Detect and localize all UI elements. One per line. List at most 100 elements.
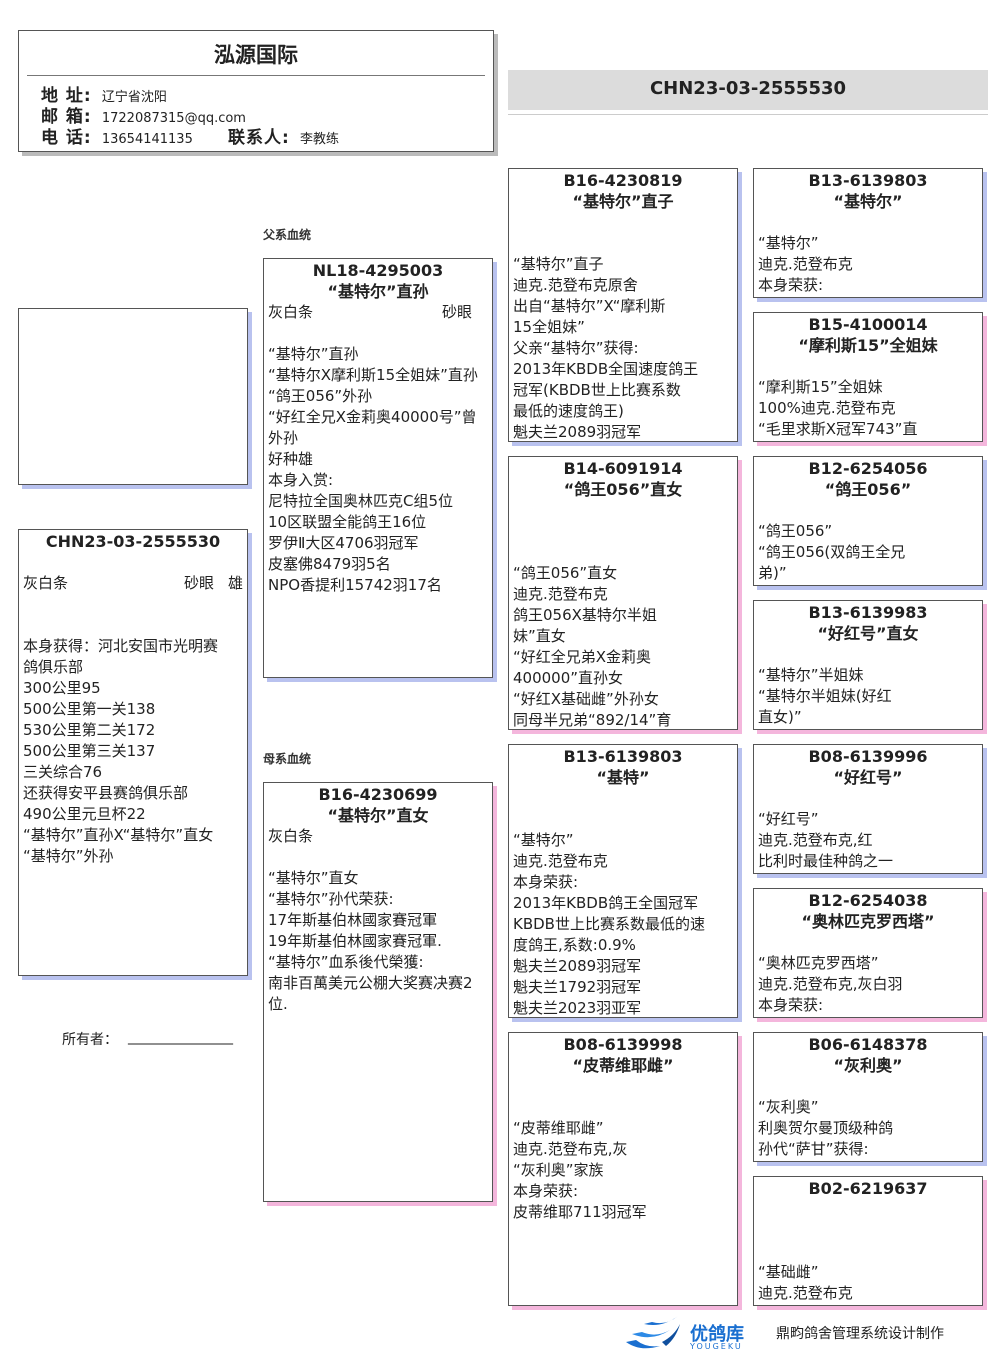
great-grandparent-line: “好红号” xyxy=(758,810,819,828)
great-grandparent-card-7: B06-6148378“灰利奥”“灰利奥”利奥贺尔曼顶级种鸽孙代“萨甘”获得: xyxy=(753,1032,983,1162)
great-grandparent-card-5: B08-6139996“好红号”“好红号”迪克.范登布克,红比利时最佳种鸽之一 xyxy=(753,744,983,874)
great-grandparent-card-4: B13-6139983 “好红号”直女 “基特尔”半姐妹 “基特尔半姐妹(好红直女)” xyxy=(753,600,983,730)
grandparent-line: 最低的速度鸽王) xyxy=(513,402,624,420)
great-grandparent-name: “好红号” xyxy=(833,768,903,787)
address-value: 辽宁省沈阳 xyxy=(101,90,167,105)
subject-sex: 雄 xyxy=(227,574,243,592)
grandparent-card-4: B08-6139998“皮蒂维耶雌”“皮蒂维耶雌”迪克.范登布克,灰“灰利奥”家… xyxy=(508,1032,738,1306)
grandparent-line: 迪克.范登布克 xyxy=(513,852,608,870)
breeder-header: 泓源国际 地 址: 辽宁省沈阳 邮 箱: 1722087315@qq.com 电… xyxy=(18,30,494,152)
grandparent-line: 出自“基特尔”X“摩利斯 xyxy=(513,297,666,315)
great-grandparent-line: 本身荣获: xyxy=(758,276,824,294)
sire-ring-id: NL18-4295003 xyxy=(312,261,444,280)
great-grandparent-card-3: B12-6254056“鸽王056”“鸽王056”“鸽王056(双鸽王全兄弟)” xyxy=(753,456,983,586)
dam-ring-id: B16-4230699 xyxy=(318,785,438,804)
great-grandparent-line: “奥林匹克罗西塔” xyxy=(758,954,879,972)
sire-name: “基特尔”直孙 xyxy=(327,282,429,301)
dam-line: 灰白条 xyxy=(268,827,314,845)
great-grandparent-ring-id: B12-6254038 xyxy=(808,891,928,910)
grandparent-line: “灰利奥”家族 xyxy=(513,1161,604,1179)
dam-line: 南非百萬美元公棚大奖赛决赛2 xyxy=(268,974,473,992)
grandparent-line: 魁夫兰2023羽亚军 xyxy=(513,999,642,1017)
subject-eye: 砂眼 xyxy=(183,574,214,592)
great-grandparent-line xyxy=(754,644,982,665)
great-grandparent-name: “摩利斯15”全姐妹 xyxy=(798,336,938,355)
subject-line xyxy=(19,594,247,615)
great-grandparent-line: “基特尔半姐妹(好红 xyxy=(758,687,892,705)
great-grandparent-card-6: B12-6254038 “奥林匹克罗西塔” “奥林匹克罗西塔” 迪克.范登布克,灰白羽… xyxy=(753,888,983,1018)
great-grandparent-line xyxy=(754,356,982,377)
grandparent-ring-id: B08-6139998 xyxy=(563,1035,683,1054)
phone-key: 电 话: xyxy=(41,128,92,148)
great-grandparent-line: “毛里求斯X冠军743”直 xyxy=(758,420,918,438)
grandparent-name: “基特尔”直子 xyxy=(572,192,674,211)
grandparent-name: “皮蒂维耶雌” xyxy=(572,1056,674,1075)
grandparent-line xyxy=(509,809,737,830)
grandparent-ring-id: B13-6139803 xyxy=(563,747,683,766)
subject-line: 500公里第三关137 xyxy=(23,742,156,760)
great-grandparent-line: “鸽王056(双鸽王全兄 xyxy=(758,543,906,561)
great-grandparent-ring-id: B13-6139803 xyxy=(808,171,928,190)
phone-value: 13654141135 xyxy=(101,132,193,147)
dam-line-label: 母系血统 xyxy=(263,752,312,766)
address-row: 地 址: 辽宁省沈阳 xyxy=(41,86,167,108)
subject-line: 500公里第一关138 xyxy=(23,700,156,718)
grandparent-line: 本身荣获: xyxy=(513,873,579,891)
sire-line: 好种雄 xyxy=(268,450,314,468)
grandparent-card-1: B16-4230819“基特尔”直子“基特尔”直子迪克.范登布克原舍出自“基特尔… xyxy=(508,168,738,442)
grandparent-line: KBDB世上比赛系数最低的速 xyxy=(513,915,705,933)
grandparent-line: 魁夫兰1792羽冠军 xyxy=(513,978,642,996)
dam-line: 位. xyxy=(268,995,288,1013)
grandparent-line: 度鸽王,系数:0.9% xyxy=(513,936,636,954)
grandparent-line xyxy=(509,788,737,809)
subject-line: “基特尔”直孙X“基特尔”直女 xyxy=(23,826,214,844)
sire-line: 皮塞佛8479羽5名 xyxy=(268,555,391,573)
dam-line: “基特尔”直女 xyxy=(268,869,359,887)
ring-banner-underline xyxy=(508,114,988,115)
grandparent-line: 迪克.范登布克原舍 xyxy=(513,276,638,294)
great-grandparent-line: “基特尔”半姐妹 xyxy=(758,666,864,684)
great-grandparent-line: 本身荣获: xyxy=(758,996,824,1014)
owner-line[interactable]: _______________ xyxy=(128,1029,233,1045)
great-grandparent-line: 迪克.范登布克,灰白羽 xyxy=(758,975,903,993)
great-grandparent-ring-id: B02-6219637 xyxy=(808,1179,928,1198)
dam-card: B16-4230699 “基特尔”直女 灰白条“基特尔”直女“基特尔”孙代荣获:… xyxy=(263,782,493,1202)
header-divider xyxy=(27,75,485,76)
breeder-name: 泓源国际 xyxy=(214,43,298,67)
grandparent-line: 魁夫兰2089羽冠军 xyxy=(513,423,642,441)
great-grandparent-line: 直女)” xyxy=(758,708,802,726)
great-grandparent-name: “基特尔” xyxy=(833,192,903,211)
dam-line xyxy=(264,847,492,868)
ring-banner xyxy=(508,70,988,110)
great-grandparent-line: 迪克.范登布克 xyxy=(758,255,853,273)
grandparent-line: 迪克.范登布克 xyxy=(513,585,608,603)
grandparent-line: 2013年KBDB全国速度鸽王 xyxy=(513,360,699,378)
grandparent-line xyxy=(509,1097,737,1118)
grandparent-line: 同母半兄弟“892/14”育 xyxy=(513,711,672,729)
grandparent-line: “鸽王056”直女 xyxy=(513,564,618,582)
grandparent-line: 鸽王056X基特尔半姐 xyxy=(513,606,657,624)
great-grandparent-name: “奥林匹克罗西塔” xyxy=(801,912,935,931)
great-grandparent-ring-id: B13-6139983 xyxy=(808,603,928,622)
great-grandparent-line xyxy=(754,1220,982,1241)
subject-line: 300公里95 xyxy=(23,679,101,697)
grandparent-line: 迪克.范登布克,灰 xyxy=(513,1140,628,1158)
pigeon-photo xyxy=(18,308,248,485)
email-value: 1722087315@qq.com xyxy=(101,111,246,126)
great-grandparent-line: 孙代“萨甘”获得: xyxy=(758,1140,869,1158)
grandparent-line xyxy=(509,233,737,254)
great-grandparent-ring-id: B15-4100014 xyxy=(808,315,928,334)
great-grandparent-line: “基础雌” xyxy=(758,1263,819,1281)
dam-line: “基特尔”孙代荣获: xyxy=(268,890,394,908)
grandparent-line xyxy=(509,542,737,563)
great-grandparent-line: “鸽王056” xyxy=(758,522,833,540)
phone-row: 电 话: 13654141135 联系人: 李教练 xyxy=(41,128,339,150)
grandparent-line xyxy=(509,1076,737,1097)
great-grandparent-name: “好红号”直女 xyxy=(817,624,919,643)
dam-line: 17年斯基伯林國家賽冠軍 xyxy=(268,911,438,929)
ring-banner-text: CHN23-03-2555530 xyxy=(649,78,847,99)
subject-line: 三关综合76 xyxy=(23,763,103,781)
subject-line: 本身获得：河北安国市光明赛 xyxy=(23,637,219,655)
great-grandparent-line: 迪克.范登布克 xyxy=(758,1284,853,1302)
grandparent-line: 魁夫兰2089羽冠军 xyxy=(513,957,642,975)
